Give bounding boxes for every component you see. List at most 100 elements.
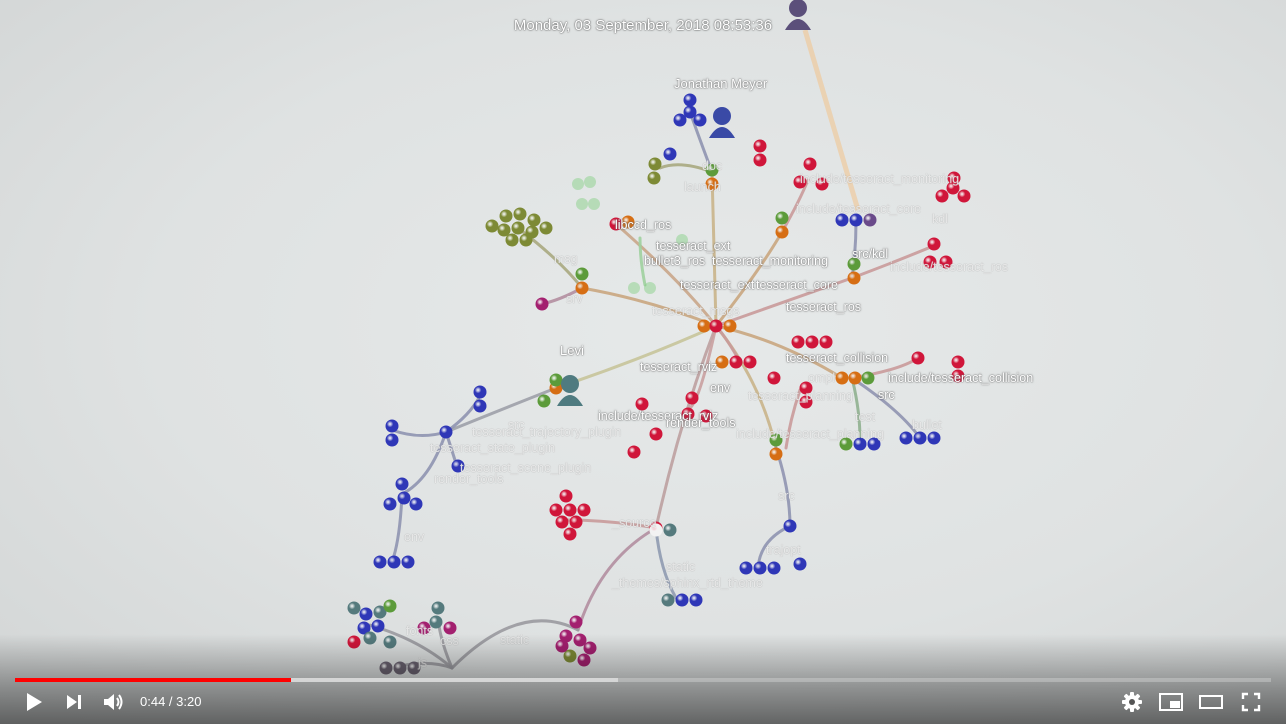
- file-node: [559, 489, 573, 503]
- file-node: [805, 335, 819, 349]
- file-node: [409, 497, 423, 511]
- directory-label: tesseract_monitoring: [712, 254, 829, 268]
- file-node: [848, 371, 862, 385]
- file-node-faded: [628, 282, 640, 294]
- file-node: [499, 209, 513, 223]
- file-node: [699, 409, 713, 423]
- directory-label: ompl: [808, 371, 836, 385]
- file-node: [513, 207, 527, 221]
- file-node: [373, 605, 387, 619]
- file-node: [819, 335, 833, 349]
- file-node: [803, 157, 817, 171]
- file-node: [927, 237, 941, 251]
- file-node: [729, 355, 743, 369]
- file-node: [767, 561, 781, 575]
- file-node: [693, 113, 707, 127]
- user-avatar-head: [561, 375, 579, 393]
- directory-label: bullet3_ros: [644, 254, 706, 268]
- directory-label: tesseract_ros: [786, 300, 862, 314]
- directory-label: src: [508, 418, 525, 432]
- file-node: [739, 561, 753, 575]
- file-node: [935, 189, 949, 203]
- file-node: [549, 373, 563, 387]
- miniplayer-button[interactable]: [1156, 688, 1186, 716]
- directory-label: tesseract_rviz: [640, 360, 718, 374]
- file-node-faded: [576, 198, 588, 210]
- directory-label: src/kdl: [852, 247, 889, 261]
- file-node: [511, 221, 525, 235]
- directory-label: tesseract_state_plugin: [430, 441, 556, 455]
- graph-edge: [576, 526, 658, 632]
- file-node: [577, 503, 591, 517]
- directory-label: _themes/sphinx_rtd_theme: [612, 576, 763, 590]
- progress-bar[interactable]: [15, 678, 1271, 682]
- file-node-faded: [584, 176, 596, 188]
- file-node: [715, 355, 729, 369]
- file-node: [649, 427, 663, 441]
- timestamp-overlay: Monday, 03 September, 2018 08:53:36: [513, 17, 773, 34]
- user-avatar-head: [713, 107, 731, 125]
- user-avatar-body: [557, 395, 583, 406]
- file-node: [681, 407, 695, 421]
- directory-label: env: [404, 530, 425, 544]
- file-node: [661, 593, 675, 607]
- file-node: [451, 459, 465, 473]
- file-node: [417, 621, 431, 635]
- file-node: [683, 105, 697, 119]
- file-node: [863, 213, 877, 227]
- directory-label: include/tesseract_monitoring: [800, 172, 960, 186]
- file-node: [683, 93, 697, 107]
- file-node: [563, 503, 577, 517]
- file-node: [769, 447, 783, 461]
- progress-played: [15, 678, 292, 682]
- directory-label: include/tesseract_core: [796, 202, 922, 216]
- file-node: [663, 523, 677, 537]
- next-button[interactable]: [60, 688, 88, 716]
- file-node: [927, 431, 941, 445]
- file-node: [563, 527, 577, 541]
- file-node: [429, 615, 443, 629]
- file-node: [835, 371, 849, 385]
- file-node: [847, 271, 861, 285]
- directory-label: test: [855, 410, 876, 424]
- file-node: [753, 139, 767, 153]
- file-node: [575, 267, 589, 281]
- file-node: [939, 255, 953, 269]
- file-node: [549, 503, 563, 517]
- file-node: [537, 394, 551, 408]
- volume-button[interactable]: [100, 688, 128, 716]
- graph-edge: [400, 430, 448, 496]
- file-node: [359, 607, 373, 621]
- next-icon: [67, 695, 81, 709]
- file-node: [609, 217, 623, 231]
- file-node: [439, 425, 453, 439]
- graph-edge: [638, 236, 647, 287]
- file-node: [431, 601, 445, 615]
- file-node: [835, 213, 849, 227]
- file-node: [799, 395, 813, 409]
- file-node: [705, 163, 719, 177]
- time-total: 3:20: [176, 694, 202, 709]
- graph-edge: [390, 428, 448, 437]
- file-node: [519, 233, 533, 247]
- file-node: [815, 177, 829, 191]
- fullscreen-button[interactable]: [1237, 688, 1265, 716]
- directory-label: include/tesseract_planning: [736, 427, 885, 441]
- graph-edge: [850, 376, 922, 440]
- fullscreen-icon: [1241, 692, 1261, 712]
- settings-button[interactable]: [1118, 688, 1146, 716]
- file-node: [385, 419, 399, 433]
- theater-button[interactable]: [1196, 688, 1226, 716]
- file-node: [793, 175, 807, 189]
- graph-edge: [714, 230, 784, 328]
- directory-label: _source: [612, 516, 657, 530]
- directory-label: src: [878, 388, 895, 402]
- file-node: [957, 189, 971, 203]
- directory-label: tesseract_core: [756, 278, 838, 292]
- file-node: [951, 369, 965, 383]
- file-node: [899, 431, 913, 445]
- play-button[interactable]: [20, 688, 48, 716]
- file-node: [627, 445, 641, 459]
- file-node: [753, 561, 767, 575]
